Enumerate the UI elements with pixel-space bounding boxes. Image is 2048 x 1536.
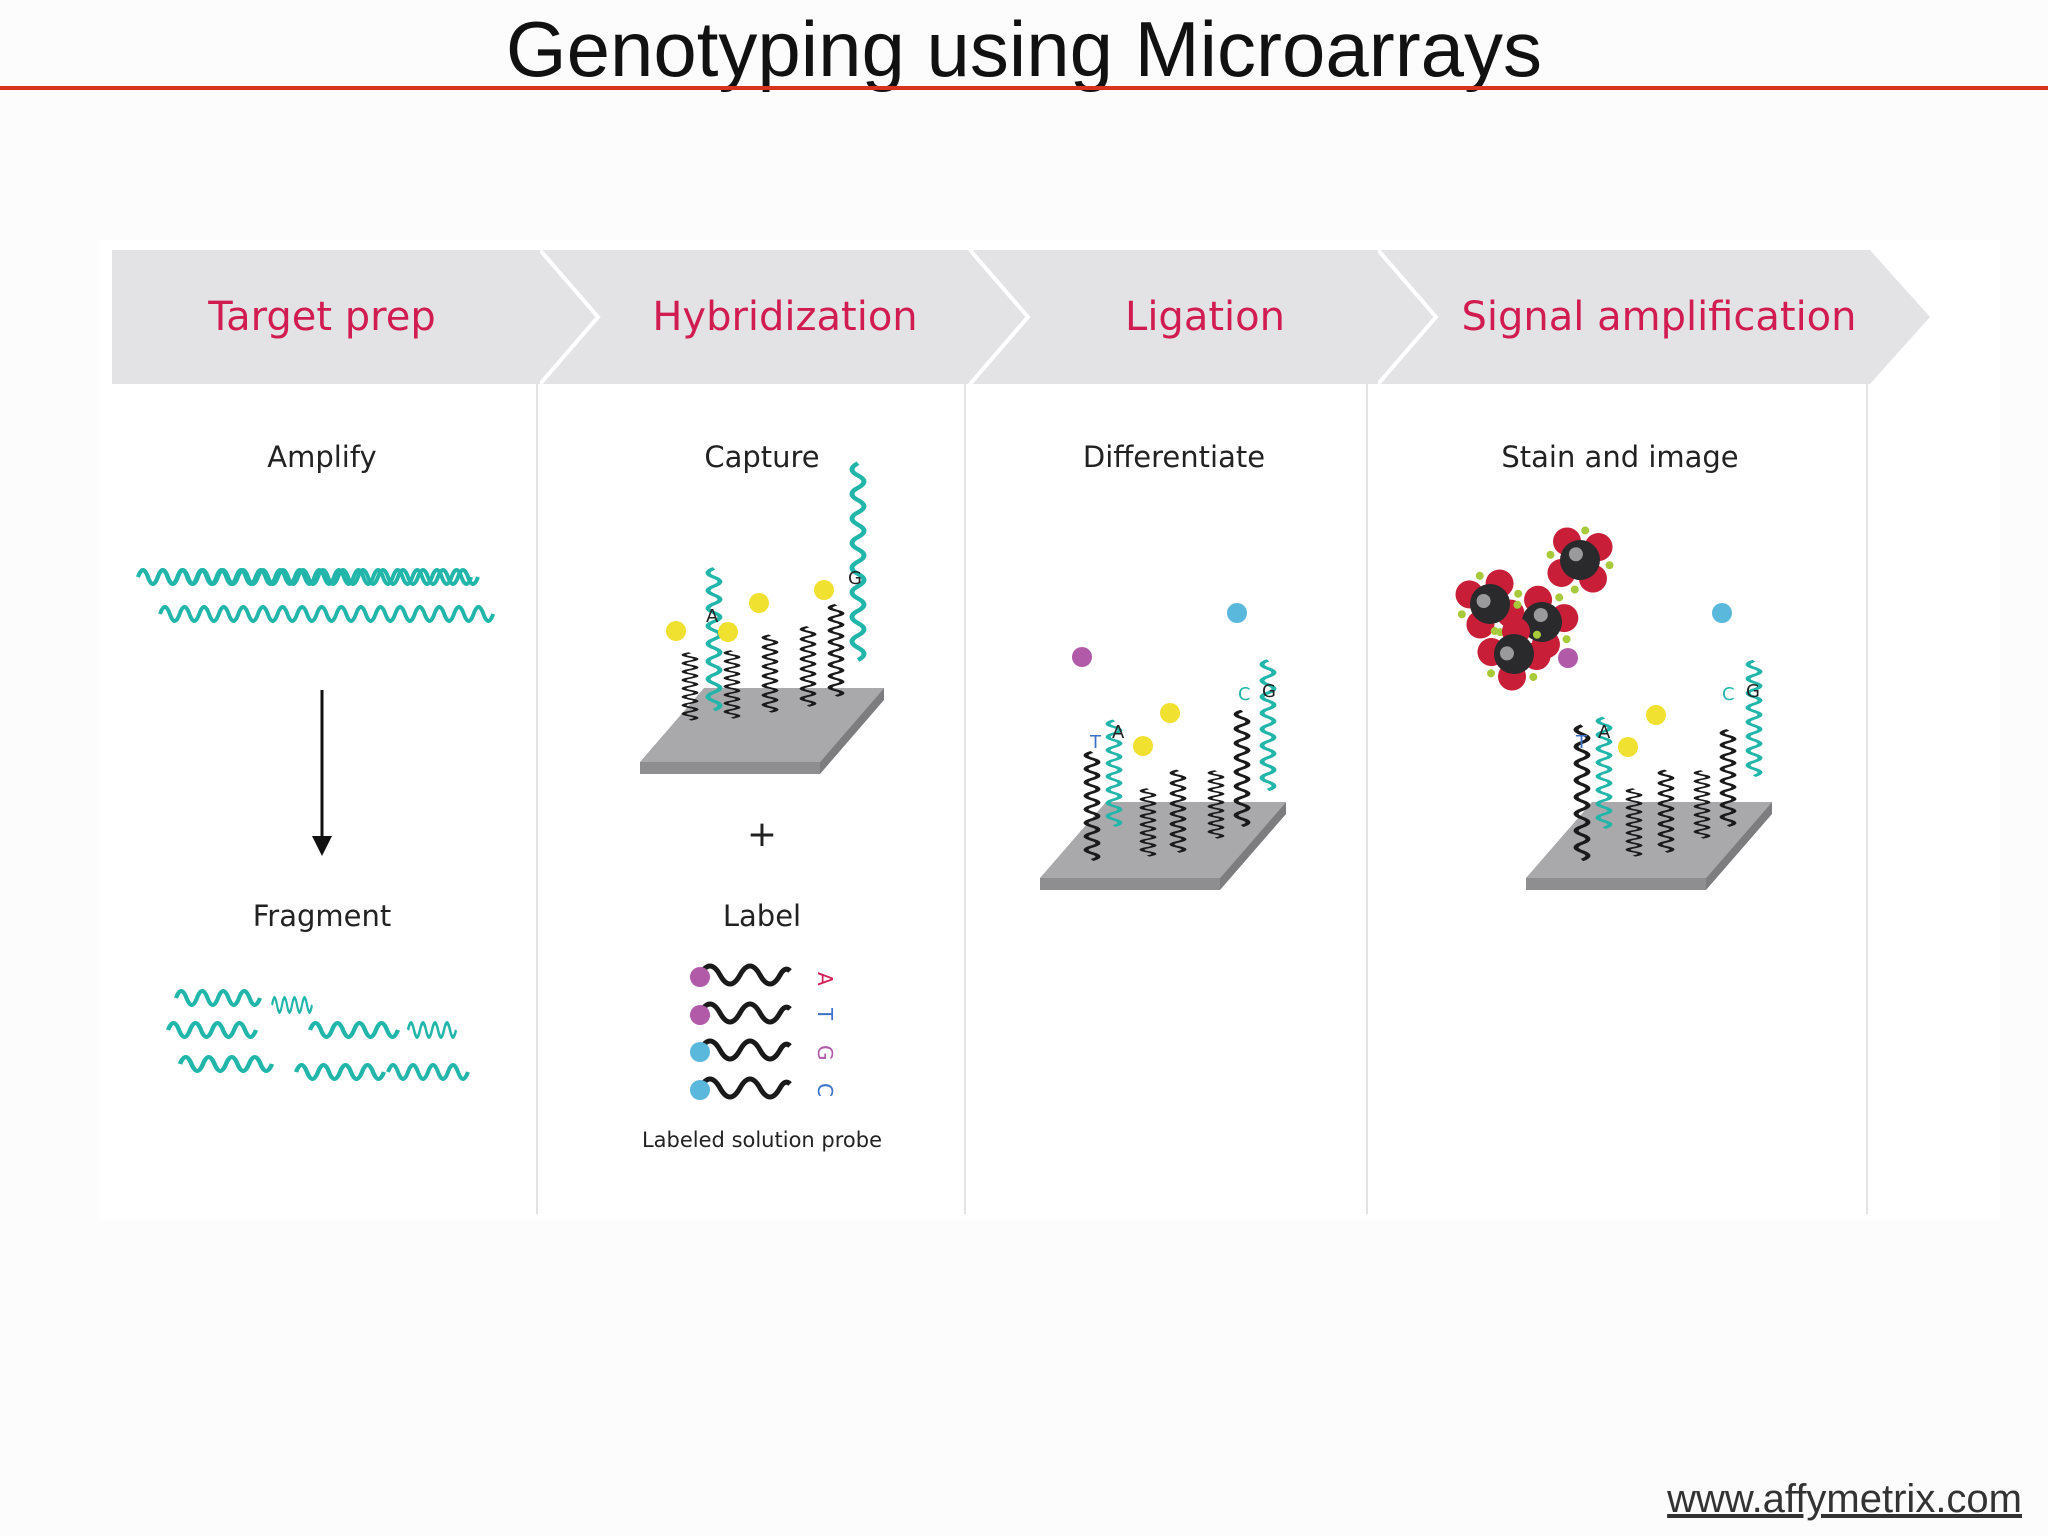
probe-base-letter: G (813, 1045, 837, 1061)
base-letter: T (1575, 732, 1588, 753)
step-label-differentiate: Differentiate (1082, 440, 1266, 474)
labeled-probes (697, 963, 792, 1100)
column-divider (536, 384, 538, 1214)
base-letter: G (1746, 681, 1760, 702)
chevron-shape (970, 250, 1440, 384)
stage-label: Target prep (208, 294, 436, 340)
label-dye (690, 1080, 710, 1100)
workflow-panel (100, 240, 2000, 1220)
signal-dye (1712, 603, 1732, 623)
label-dye (690, 1042, 710, 1062)
fragments (168, 991, 470, 1079)
signal-dye (1558, 648, 1578, 668)
down-arrow-head (312, 836, 332, 856)
base-letter: C (1238, 684, 1251, 705)
signal-dye (1646, 705, 1666, 725)
label-dye (690, 967, 710, 987)
capture-dyes (666, 580, 834, 642)
step-label-stain-and-image: Stain and image (1501, 440, 1739, 474)
ligation-chip (1040, 802, 1286, 890)
step-label-capture: Capture (704, 440, 820, 474)
capture-chip (640, 688, 884, 774)
base-letter: G (848, 568, 862, 589)
column-divider (1366, 384, 1368, 1214)
base-letter: C (1722, 684, 1735, 705)
base-letter: A (1112, 722, 1125, 743)
title-rule (0, 86, 2048, 90)
labeled-probe-caption: Labeled solution probe (641, 1128, 882, 1152)
base-letter: T (1089, 732, 1102, 753)
base-letter: G (1262, 681, 1276, 702)
ligation-dye (1160, 703, 1180, 723)
ligation-dye (1227, 603, 1247, 623)
step-label-label: Label (722, 899, 802, 933)
amplified-strand-2 (158, 605, 496, 623)
probe-base-letter: T (813, 1007, 837, 1021)
stage-label: Signal amplification (1461, 294, 1857, 340)
chevron-shape (1378, 250, 1930, 384)
probe-base-letter: A (813, 972, 837, 986)
stage-label: Ligation (1125, 294, 1285, 340)
base-letter: A (706, 606, 719, 627)
column-divider (964, 384, 966, 1214)
ligation-dye (1133, 736, 1153, 756)
slide-title: Genotyping using Microarrays (505, 5, 1543, 93)
plus-sign: + (746, 814, 778, 855)
signal-chip (1526, 802, 1772, 890)
stage-header-ligation: Ligation (970, 250, 1440, 384)
step-label-amplify: Amplify (267, 440, 377, 474)
base-letter: A (1598, 722, 1611, 743)
ligation-dye (1072, 647, 1092, 667)
step-label-fragment: Fragment (252, 899, 392, 933)
label-dye (690, 1005, 710, 1025)
source-link[interactable]: www.affymetrix.com (1667, 1477, 2022, 1521)
stage-label: Hybridization (652, 294, 918, 340)
stage-header-target-prep: Target prep (112, 250, 602, 384)
stage-header-signal-amplification: Signal amplification (1378, 250, 1930, 384)
chevron-shape (112, 250, 602, 384)
stain-molecule (1540, 520, 1620, 600)
column-divider (1866, 384, 1868, 1214)
chevron-shape (540, 250, 1028, 384)
stage-header-hybridization: Hybridization (540, 250, 1028, 384)
signal-dye (1618, 737, 1638, 757)
probe-base-letter: C (813, 1083, 837, 1097)
